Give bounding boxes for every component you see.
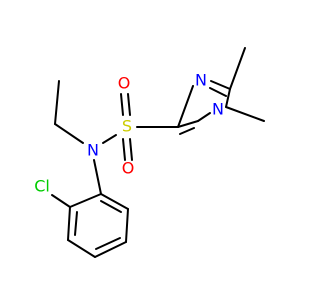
- atom-label-n-sulfonamide: N: [87, 141, 99, 160]
- atom-label-sulfur: S: [122, 117, 132, 136]
- bonds-group: [51, 47, 265, 258]
- bond-ph-cl: [51, 194, 71, 208]
- atom-labels-group: N N S O O N Cl: [34, 71, 224, 196]
- bond-ph-3-4: [67, 239, 96, 258]
- atom-label-oxygen-top: O: [118, 74, 131, 93]
- bond-c5-c4: [177, 120, 199, 128]
- bond-n3-c2-inner: [209, 87, 227, 97]
- bond-n3-c2: [210, 80, 231, 90]
- atom-label-n-methyl: N: [212, 100, 224, 119]
- bond-c2-methyl: [229, 47, 246, 90]
- bond-s-o-bottom-a: [122, 138, 126, 161]
- bond-n-ethyl-ch2: [54, 123, 84, 144]
- bond-c2-n1: [225, 88, 231, 108]
- bond-ethyl-ch2-ch3: [54, 80, 60, 125]
- bond-ph-6-1: [100, 193, 129, 210]
- atom-label-n-imidazole: N: [195, 71, 207, 90]
- chemical-structure-diagram: N N S O O N Cl: [34, 47, 265, 258]
- bond-ph-4-5: [94, 241, 127, 258]
- bond-s-o-bottom-b: [129, 138, 133, 161]
- bond-ph-2-3: [67, 206, 71, 241]
- bond-s-o-top-b: [127, 93, 131, 116]
- bond-n-phenyl: [93, 159, 102, 195]
- bond-ph-1-2: [69, 193, 102, 208]
- bond-c4-n3: [177, 85, 194, 128]
- atom-label-chlorine: Cl: [34, 177, 50, 196]
- bond-n1-c5: [197, 112, 211, 122]
- bond-ph-4-5-inner: [95, 237, 121, 250]
- bond-ph-5-6: [125, 208, 129, 243]
- bond-s-o-top-a: [120, 93, 124, 116]
- bond-c5-c4-inner: [179, 127, 195, 135]
- bond-ph-2-3-inner: [74, 211, 78, 236]
- bond-n1-methyl: [225, 106, 265, 122]
- bond-ph-6-1-inner: [100, 200, 122, 213]
- bond-s-n: [102, 134, 117, 144]
- atom-label-oxygen-bottom: O: [122, 159, 135, 178]
